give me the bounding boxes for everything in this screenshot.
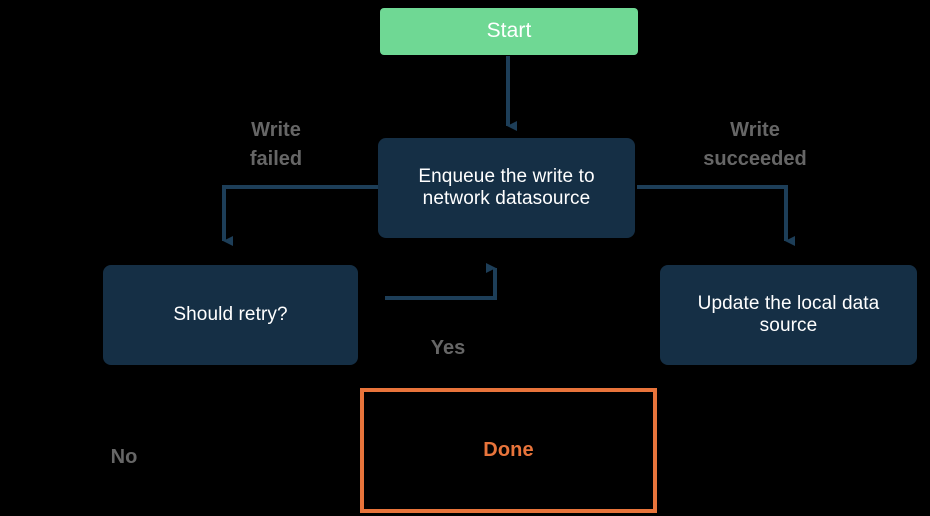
edge-label-write-failed: Write failed xyxy=(249,119,303,170)
node-should-retry[interactable]: Should retry? xyxy=(103,265,358,365)
node-start-label: Start xyxy=(486,19,532,43)
edge-enqueue-to-update-local xyxy=(637,185,795,246)
node-start[interactable]: Start xyxy=(380,8,638,55)
node-enqueue[interactable]: Enqueue the write to network datasource xyxy=(378,138,635,238)
node-update-local[interactable]: Update the local data source xyxy=(660,265,917,365)
node-update-local-label: Update the local data source xyxy=(697,292,880,336)
node-done-label: Done xyxy=(483,438,534,461)
node-done[interactable]: Done xyxy=(360,388,657,513)
edge-enqueue-to-should-retry xyxy=(222,185,378,246)
edge-should-retry-to-enqueue xyxy=(385,263,497,300)
node-should-retry-label: Should retry? xyxy=(173,303,288,325)
edge-label-yes: Yes xyxy=(430,337,466,359)
edge-label-no: No xyxy=(110,446,138,468)
edge-label-write-succeeded: Write succeeded xyxy=(703,119,807,170)
node-enqueue-label: Enqueue the write to network datasource xyxy=(418,165,595,209)
